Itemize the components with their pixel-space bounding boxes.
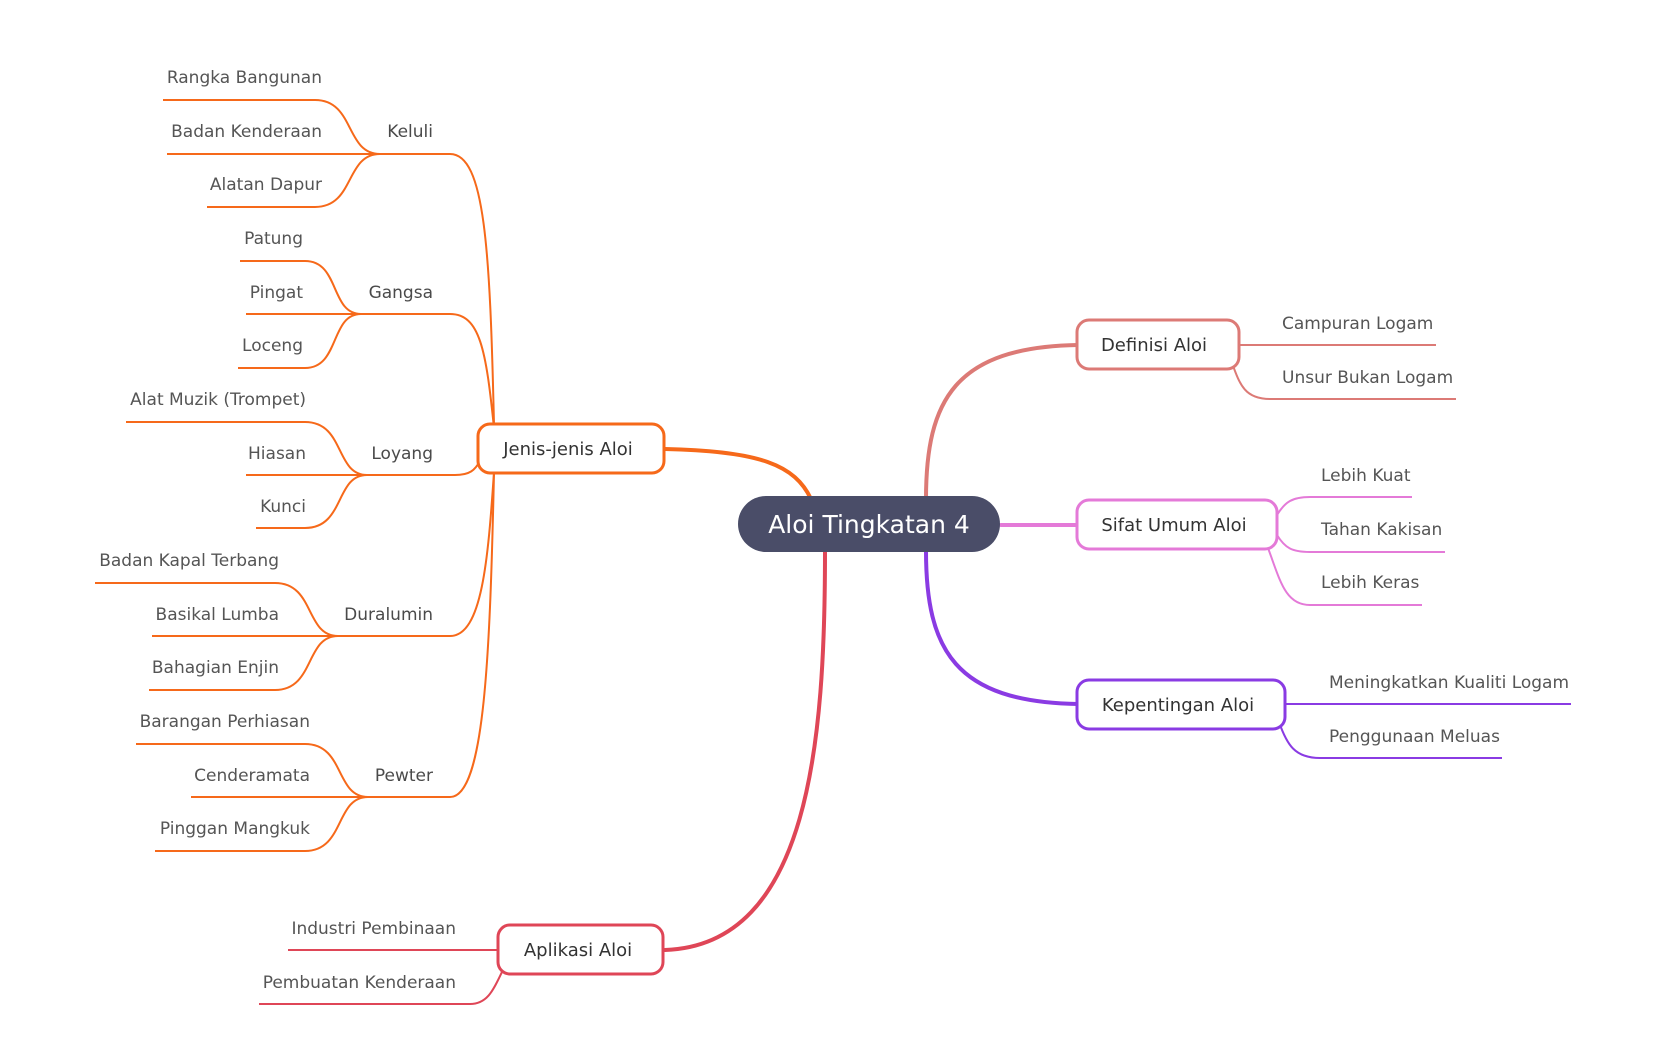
leaf-gangsa-pingat[interactable]: Pingat bbox=[250, 283, 304, 303]
branch-node-definisi-label: Definisi Aloi bbox=[1101, 335, 1207, 356]
leaf-keluli-badan[interactable]: Badan Kenderaan bbox=[171, 122, 322, 142]
connector-duralumin-enjin bbox=[149, 635, 339, 691]
leaf-loyang-kunci[interactable]: Kunci bbox=[260, 497, 306, 517]
connector-duralumin-kapal bbox=[95, 582, 339, 637]
kepentingan-leaf-labels: Meningkatkan Kualiti Logam Penggunaan Me… bbox=[1329, 673, 1569, 747]
root-node-label: Aloi Tingkatan 4 bbox=[768, 510, 970, 539]
kepentingan-leaf-connectors bbox=[1278, 703, 1571, 759]
leaf-pewter-pinggan[interactable]: Pinggan Mangkuk bbox=[160, 819, 310, 839]
connector-gangsa-patung bbox=[240, 260, 362, 315]
connector-sifat-keras bbox=[1267, 547, 1422, 606]
connector-sifat-tahan bbox=[1276, 534, 1445, 553]
leaf-loyang-alat[interactable]: Alat Muzik (Trompet) bbox=[130, 390, 306, 410]
connector-aplikasi bbox=[663, 549, 827, 952]
connector-pewter-barangan bbox=[136, 743, 369, 798]
leaf-keluli-rangka[interactable]: Rangka Bangunan bbox=[167, 68, 322, 88]
branch-node-kepentingan-label: Kepentingan Aloi bbox=[1102, 695, 1254, 716]
leaf-gangsa-loceng[interactable]: Loceng bbox=[242, 336, 303, 356]
connector-keluli-alatan bbox=[207, 153, 381, 208]
branch-node-definisi[interactable]: Definisi Aloi bbox=[1075, 318, 1241, 371]
connector-jenis-keluli bbox=[372, 153, 495, 426]
leaf-duralumin-enjin[interactable]: Bahagian Enjin bbox=[152, 658, 279, 678]
connector-jenis-duralumin bbox=[338, 471, 495, 637]
leaf-kepentingan-penggunaan[interactable]: Penggunaan Meluas bbox=[1329, 727, 1500, 747]
connector-loyang-alat bbox=[126, 421, 368, 476]
leaf-definisi-unsur[interactable]: Unsur Bukan Logam bbox=[1282, 368, 1453, 388]
connector-keluli-rangka bbox=[163, 99, 381, 155]
connector-sifat-kuat bbox=[1276, 496, 1412, 516]
connector-pewter-pinggan bbox=[155, 796, 369, 852]
sub-node-loyang[interactable]: Loyang bbox=[371, 444, 433, 464]
branch-node-aplikasi-label: Aplikasi Aloi bbox=[524, 940, 632, 961]
aplikasi-leaf-labels: Industri Pembinaan Pembuatan Kenderaan bbox=[263, 919, 456, 993]
branch-node-definisi-box bbox=[1075, 318, 1241, 371]
leaf-pewter-barangan[interactable]: Barangan Perhiasan bbox=[140, 712, 310, 732]
connector-jenis-pewter bbox=[368, 472, 495, 798]
connector-gangsa-loceng bbox=[238, 313, 362, 369]
root-node-shape bbox=[738, 496, 1000, 552]
branch-node-aplikasi[interactable]: Aplikasi Aloi bbox=[496, 923, 665, 976]
leaf-loyang-hiasan[interactable]: Hiasan bbox=[248, 444, 306, 464]
leaf-kepentingan-meningkatkan[interactable]: Meningkatkan Kualiti Logam bbox=[1329, 673, 1569, 693]
leaf-sifat-keras[interactable]: Lebih Keras bbox=[1321, 573, 1419, 593]
leaf-sifat-tahan[interactable]: Tahan Kakisan bbox=[1320, 520, 1442, 540]
branch-node-sifat-box bbox=[1075, 498, 1279, 551]
connector-jenis-gangsa bbox=[361, 313, 495, 429]
sifat-leaf-labels: Lebih Kuat Tahan Kakisan Lebih Keras bbox=[1320, 466, 1442, 593]
leaf-duralumin-basikal[interactable]: Basikal Lumba bbox=[156, 605, 279, 625]
connector-definisi bbox=[924, 343, 1080, 501]
leaf-sifat-kuat[interactable]: Lebih Kuat bbox=[1321, 466, 1411, 486]
sub-node-pewter[interactable]: Pewter bbox=[375, 766, 433, 786]
definisi-leaf-connectors bbox=[1231, 344, 1456, 400]
root-node[interactable]: Aloi Tingkatan 4 bbox=[738, 496, 1000, 552]
definisi-leaf-labels: Campuran Logam Unsur Bukan Logam bbox=[1282, 314, 1453, 388]
leaf-gangsa-patung[interactable]: Patung bbox=[244, 229, 303, 249]
leaf-definisi-campuran[interactable]: Campuran Logam bbox=[1282, 314, 1433, 334]
root-connectors bbox=[663, 343, 1080, 952]
sub-node-gangsa[interactable]: Gangsa bbox=[369, 283, 433, 303]
connector-jenis bbox=[663, 447, 813, 501]
leaf-pewter-cenderamata[interactable]: Cenderamata bbox=[194, 766, 310, 786]
leaf-aplikasi-pembuatan[interactable]: Pembuatan Kenderaan bbox=[263, 973, 456, 993]
connector-kepentingan bbox=[924, 549, 1080, 706]
connector-kepentingan-penggunaan bbox=[1278, 721, 1502, 759]
leaf-duralumin-kapal[interactable]: Badan Kapal Terbang bbox=[99, 551, 279, 571]
leaf-keluli-alatan[interactable]: Alatan Dapur bbox=[210, 175, 322, 195]
branch-node-aplikasi-box bbox=[496, 923, 665, 976]
branch-node-jenis[interactable]: Jenis-jenis Aloi bbox=[476, 422, 666, 475]
connector-loyang-kunci bbox=[256, 474, 368, 529]
sifat-leaf-connectors bbox=[1267, 496, 1445, 606]
sub-node-keluli[interactable]: Keluli bbox=[387, 122, 433, 142]
sub-node-duralumin[interactable]: Duralumin bbox=[344, 605, 433, 625]
branch-node-sifat[interactable]: Sifat Umum Aloi bbox=[1075, 498, 1279, 551]
jenis-leaf-labels: Rangka Bangunan Badan Kenderaan Alatan D… bbox=[99, 68, 322, 839]
connector-definisi-unsur bbox=[1231, 362, 1456, 400]
branch-node-sifat-label: Sifat Umum Aloi bbox=[1101, 515, 1246, 536]
branch-node-jenis-box bbox=[476, 422, 666, 475]
branch-node-kepentingan[interactable]: Kepentingan Aloi bbox=[1075, 678, 1287, 731]
branch-node-kepentingan-box bbox=[1075, 678, 1287, 731]
leaf-aplikasi-industri[interactable]: Industri Pembinaan bbox=[291, 919, 456, 939]
jenis-connectors bbox=[95, 99, 495, 852]
branch-node-jenis-label: Jenis-jenis Aloi bbox=[502, 439, 633, 460]
jenis-sub-labels: Keluli Gangsa Loyang Duralumin Pewter bbox=[344, 122, 433, 786]
